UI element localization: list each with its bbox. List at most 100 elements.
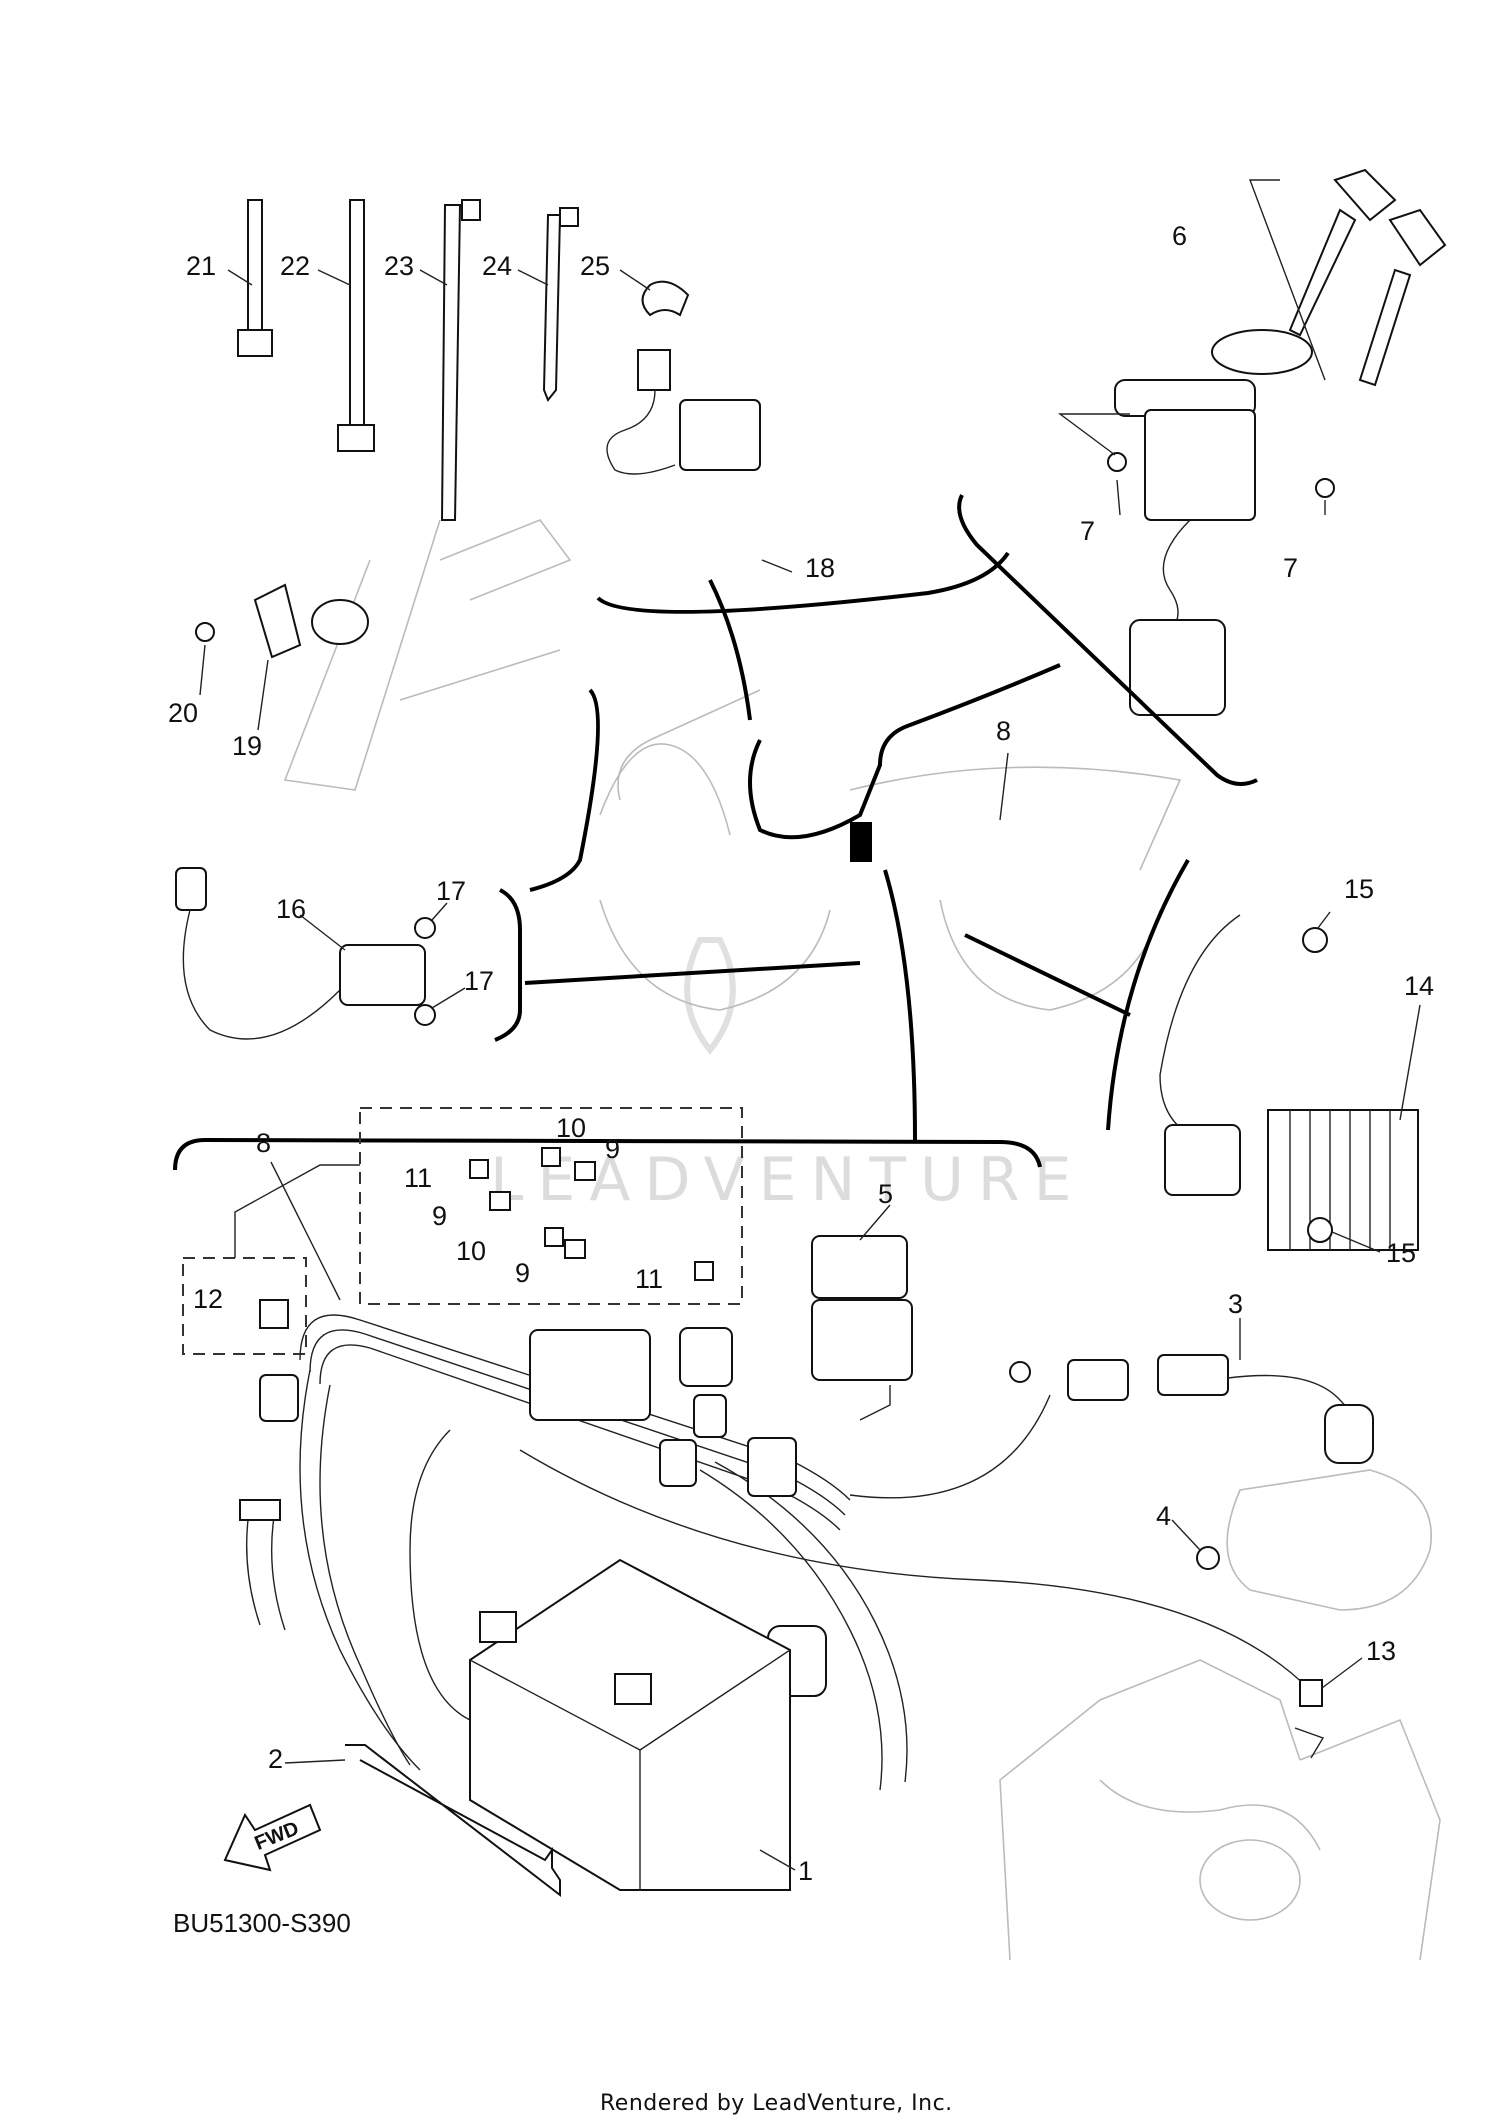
cable-tie-24-head (559, 207, 579, 227)
relay-5-group (811, 1235, 913, 1421)
cable-tie-24[interactable] (542, 214, 562, 402)
leader-18 (761, 559, 793, 573)
bolt-7-right[interactable] (1315, 478, 1335, 498)
leader-22 (317, 269, 351, 286)
callout-17-top: 17 (436, 876, 466, 906)
leader-lines (199, 269, 1421, 1871)
fuse-10-b[interactable] (544, 1227, 564, 1247)
rectifier-fins (1289, 1110, 1391, 1250)
leader-24 (517, 269, 549, 286)
battery-1[interactable] (469, 1558, 791, 1891)
engine-cover (1199, 1839, 1301, 1921)
starter-relay-bracket (494, 888, 522, 1042)
harness-down-b (319, 1384, 411, 1766)
bolt-15-top[interactable] (1302, 927, 1328, 953)
bolt-4[interactable] (1196, 1546, 1220, 1570)
key-head-b (1388, 208, 1447, 267)
atv-harness-block (850, 822, 872, 862)
leader-17a (431, 902, 448, 921)
leader-4 (1171, 1519, 1201, 1551)
bolt-7-left[interactable] (1107, 452, 1127, 472)
bolt-20[interactable] (195, 622, 215, 642)
relay-18-bracket (596, 551, 1010, 614)
bracket-19[interactable] (253, 583, 302, 659)
callout-9-bottom: 9 (515, 1258, 530, 1288)
engine-group (999, 1659, 1441, 1961)
cable-tie-22[interactable] (349, 199, 365, 431)
key-blade-a (1288, 208, 1357, 337)
leader-8a (999, 752, 1009, 821)
harness-ground-lead (519, 1449, 1311, 1691)
cable-3-coupler-a (1067, 1359, 1129, 1401)
harness-loop-a (409, 1429, 471, 1721)
battery-band-2[interactable] (345, 1744, 561, 1898)
relay-5-top (811, 1235, 908, 1299)
fuse-9-c[interactable] (564, 1239, 586, 1259)
bolt-17-bottom[interactable] (414, 1004, 436, 1026)
starter-relay-16[interactable] (339, 944, 426, 1006)
harness-down-a (299, 1369, 421, 1771)
leader-19 (257, 659, 269, 731)
callout-14: 14 (1404, 971, 1434, 1001)
harness-coupler-mid (693, 1394, 727, 1438)
leader-16 (299, 914, 346, 951)
fuses-group (469, 1147, 714, 1281)
fuse-12[interactable] (259, 1299, 289, 1329)
battery-terminal-neg (479, 1611, 517, 1643)
callout-8-bottom: 8 (256, 1128, 271, 1158)
leader-13 (1321, 1657, 1363, 1689)
fuse-box[interactable] (529, 1329, 651, 1421)
atv-harness-up (708, 579, 752, 721)
bolt-7-leader (1057, 413, 1130, 456)
fuse-11-b[interactable] (694, 1261, 714, 1281)
leader-1 (759, 1849, 796, 1871)
cable-tie-22-head (337, 424, 375, 452)
rectifier-bracket (1106, 858, 1190, 1131)
atv-harness (748, 663, 1061, 840)
relay-5[interactable] (811, 1299, 913, 1381)
bolt-17-top[interactable] (414, 917, 436, 939)
callout-7-right: 7 (1283, 553, 1298, 583)
fuse-11-a[interactable] (469, 1159, 489, 1179)
fuse-9-a[interactable] (574, 1161, 596, 1181)
atv-silhouette (599, 579, 1182, 1011)
fuse-10-a[interactable] (541, 1147, 561, 1167)
bolt-13[interactable] (1299, 1679, 1323, 1707)
relay-18[interactable] (679, 399, 761, 471)
fuse-kit-box (359, 1107, 743, 1305)
frame-bracket-line (529, 688, 600, 892)
cable-tie-21-head (237, 329, 273, 357)
starter-cable-3[interactable] (1324, 1404, 1374, 1464)
battery-edges (469, 1649, 791, 1890)
fwd-arrow-icon (223, 1803, 322, 1872)
callout-9-top: 9 (605, 1134, 620, 1164)
callout-11-right: 11 (635, 1264, 663, 1294)
bolt-15-bottom[interactable] (1307, 1217, 1333, 1243)
leader-17b (431, 987, 466, 1009)
leader-21 (227, 269, 253, 286)
callout-1: 1 (798, 1856, 813, 1886)
callout-5: 5 (878, 1179, 893, 1209)
fuse-9-b[interactable] (489, 1191, 511, 1211)
rectifier-14[interactable] (1267, 1109, 1419, 1251)
callout-labels: 21 22 23 24 25 6 7 7 18 20 19 8 16 17 17… (168, 221, 1434, 1886)
fuse-12-box (182, 1257, 307, 1355)
starter-relay-link (524, 961, 861, 985)
cable-tie-23[interactable] (440, 204, 462, 521)
callout-23: 23 (384, 251, 414, 281)
fuse-kit-leader (234, 1164, 360, 1258)
frame-outline-c (399, 649, 561, 701)
callout-17-bottom: 17 (464, 966, 494, 996)
callout-7-left: 7 (1080, 516, 1095, 546)
key-head-a (1333, 168, 1397, 222)
relay-5-leader (859, 1385, 891, 1421)
leader-7a (1116, 479, 1121, 516)
leader-15a (1317, 911, 1331, 929)
callout-4: 4 (1156, 1501, 1171, 1531)
leader-25 (619, 269, 651, 291)
clip-25[interactable] (641, 280, 690, 317)
main-switch-6[interactable] (1144, 409, 1256, 521)
leader-8b (270, 1161, 341, 1301)
callout-13: 13 (1366, 1636, 1396, 1666)
cable-tie-21[interactable] (247, 199, 263, 341)
